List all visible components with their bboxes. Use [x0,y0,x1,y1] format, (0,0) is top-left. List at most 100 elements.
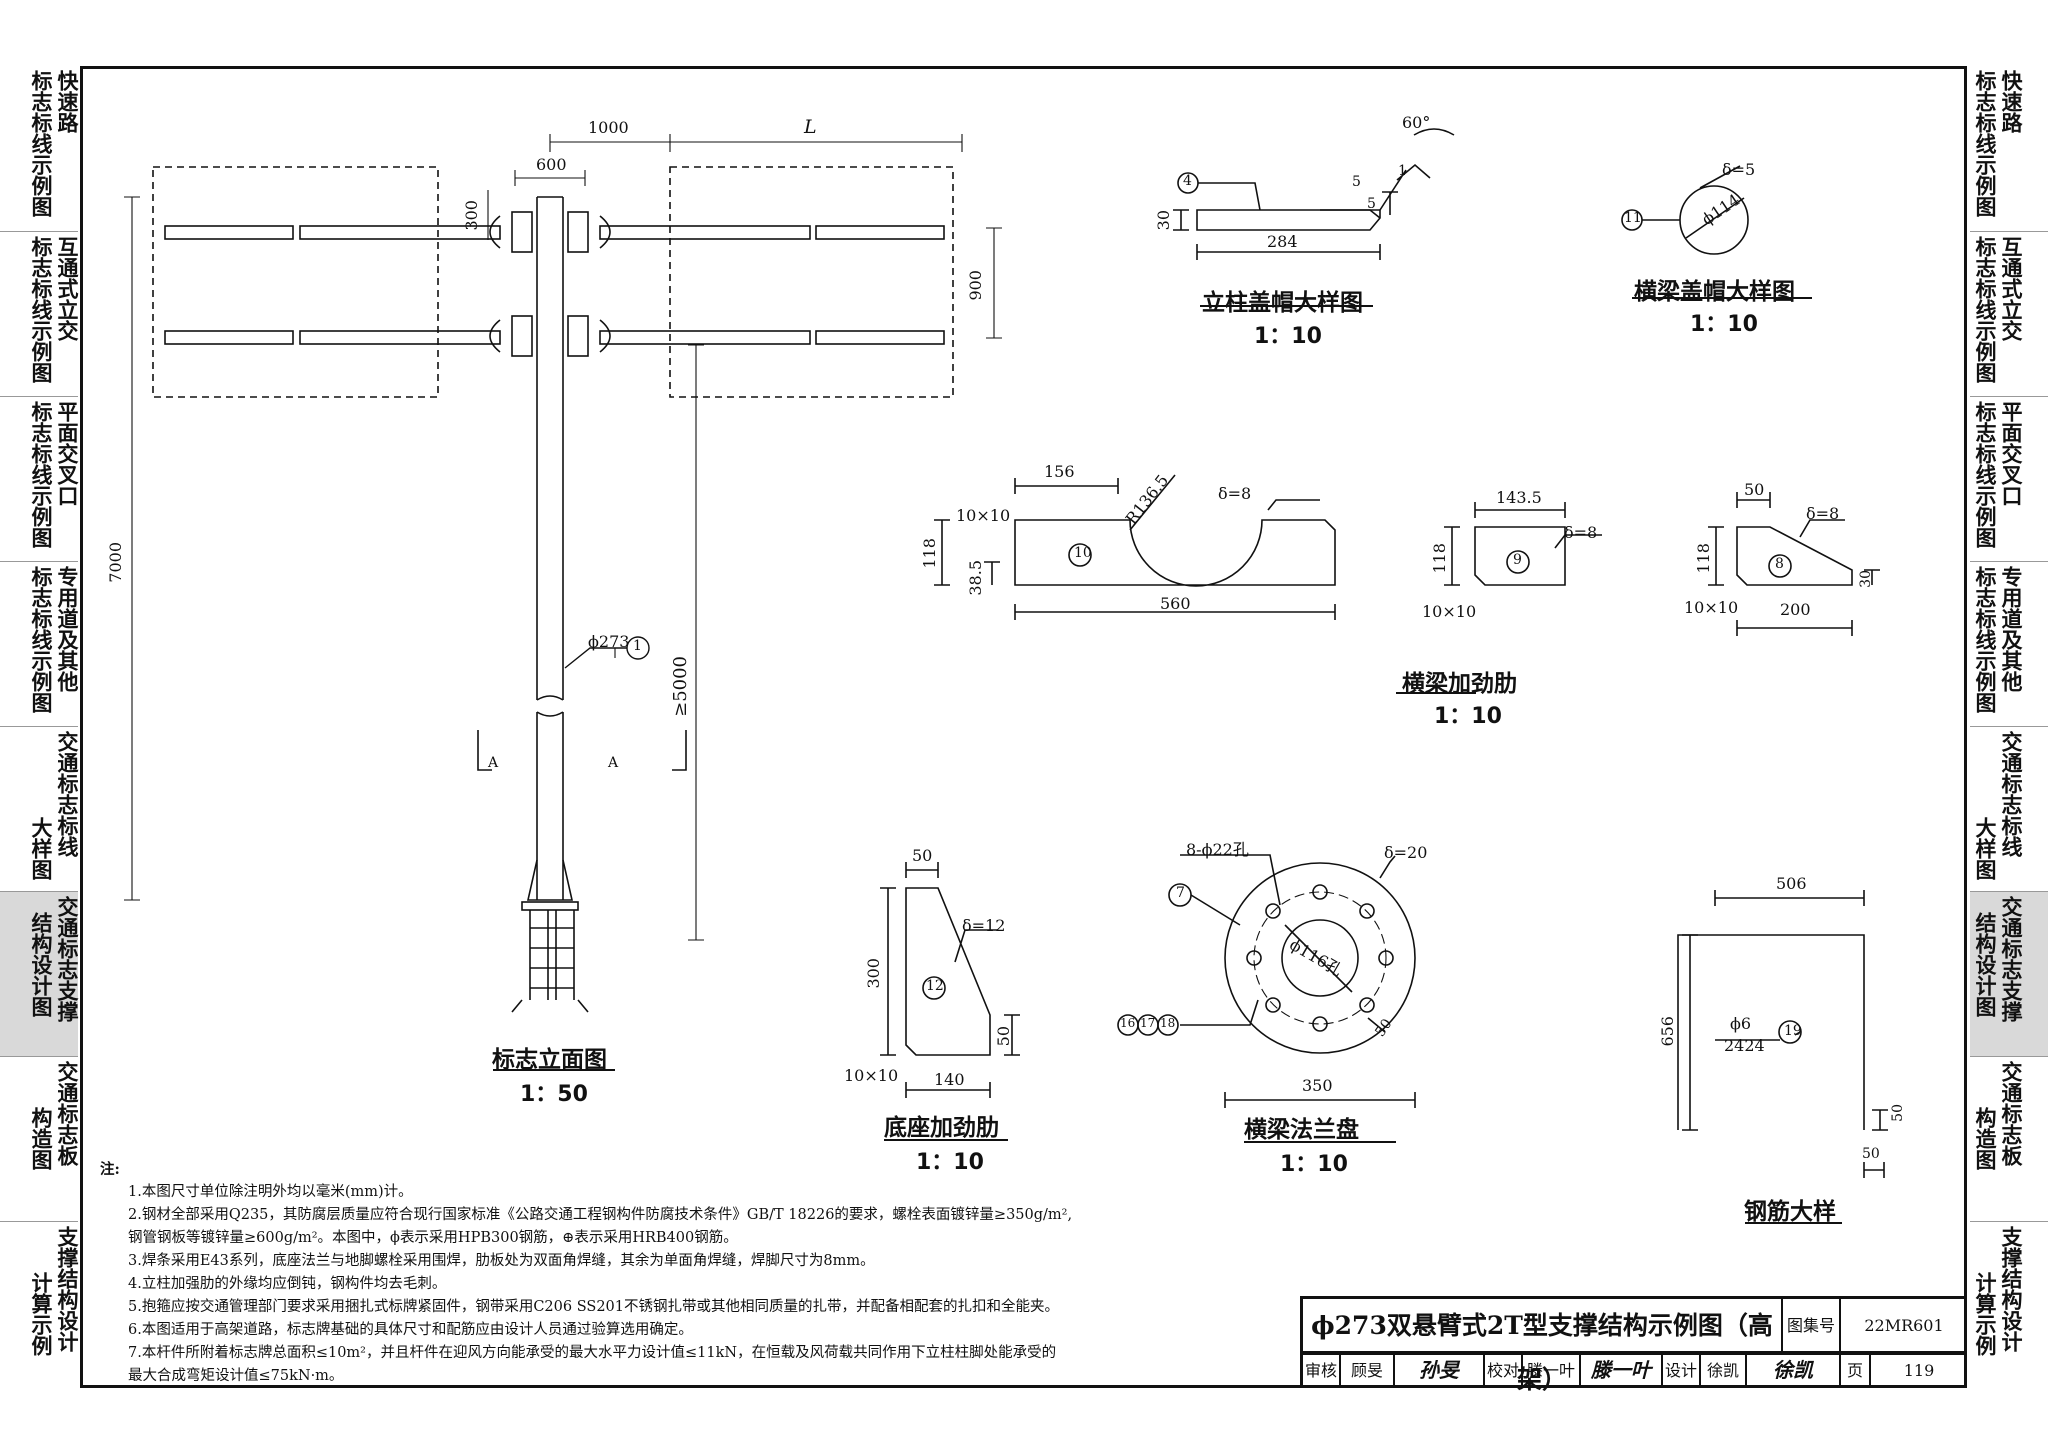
atlas-no: 22MR601 [1841,1299,1967,1355]
side-nav-item[interactable]: 标志标线示例图平面交叉口 [1970,397,2048,562]
review-signature: 孙旻 [1395,1355,1485,1388]
rib10-dim-38-5: 38.5 [966,560,985,596]
base-rib-scale: 1：10 [916,1150,984,1175]
side-nav-label: 构造图 [29,1107,53,1170]
note-line: 1.本图尺寸单位除注明外均以毫米(mm)计。 [128,1184,413,1200]
side-nav-item[interactable]: 标志标线示例图互通式立交 [1970,232,2048,397]
dim-5000: ≥5000 [670,656,691,717]
beam-rib-title: 横梁加劲肋 [1402,671,1517,697]
sign-panel-outlines [152,166,954,398]
part-no-19: 19 [1784,1023,1802,1039]
side-nav-label: 交通标志标线 [1999,731,2023,857]
rib8-dim-200: 200 [1780,600,1811,619]
beam-cap-title: 横梁盖帽大样图 [1634,279,1795,305]
part-no-8: 8 [1775,556,1784,572]
drawing-title: ϕ273双悬臂式2T型支撑结构示例图（高架） [1303,1299,1783,1394]
base-rib-dim-50b: 50 [994,1026,1013,1047]
rebar-dim-50b: 50 [1862,1146,1880,1162]
pole [511,196,589,1013]
part-no-9: 9 [1513,552,1522,568]
side-nav-label: 平面交叉口 [1999,401,2023,506]
cantilever-arms [164,211,945,357]
note-line: 4.立柱加强肋的外缘均应倒钝，钢构件均去毛刺。 [128,1276,447,1292]
design-name: 徐凯 [1701,1355,1747,1388]
rib9-chamfer: 10×10 [1422,602,1477,621]
beam-rib-scale: 1：10 [1434,704,1502,729]
side-nav-item[interactable]: 大样图交通标志标线 [0,727,79,892]
section-marker [477,730,687,771]
note-line: 5.抱箍应按交通管理部门要求采用捆扎式标牌紧固件，钢带采用C206 SS201不… [128,1299,1059,1315]
beam-cap-scale: 1：10 [1690,312,1758,337]
part-no-1: 1 [633,638,642,654]
weld-symbol-no: 1 [1398,163,1407,179]
side-nav-label: 快速路 [1999,70,2023,133]
side-nav-item[interactable]: 标志标线示例图专用道及其他 [1970,562,2048,727]
side-nav-right: 标志标线示例图快速路 标志标线示例图互通式立交 标志标线示例图平面交叉口 标志标… [1970,66,2048,1388]
side-nav-item[interactable]: 结构设计图交通标志支撑 [0,892,79,1057]
side-nav-item[interactable]: 构造图交通标志板 [0,1057,79,1222]
base-rib-title: 底座加劲肋 [884,1115,999,1141]
side-nav-item[interactable]: 标志标线示例图快速路 [0,66,79,232]
rebar-drawing [1677,890,1888,1224]
side-nav-item[interactable]: 计算示例支撑结构设计 [1970,1222,2048,1388]
part-no-17: 17 [1140,1016,1156,1030]
side-nav-item[interactable]: 标志标线示例图互通式立交 [0,232,79,397]
rib10-chamfer: 10×10 [956,506,1011,525]
rebar-dim-506: 506 [1776,874,1807,893]
dim-600: 600 [536,155,567,174]
side-nav-label: 平面交叉口 [55,401,79,506]
side-nav-label: 专用道及其他 [55,566,79,692]
pole-diameter-label: ϕ273 [588,632,630,651]
post-cap-scale: 1：10 [1254,324,1322,349]
part-no-12: 12 [926,978,944,994]
rebar-title: 钢筋大样 [1744,1199,1836,1225]
side-nav-label: 交通标志支撑 [1999,896,2023,1022]
post-cap-title: 立柱盖帽大样图 [1202,290,1363,316]
side-nav-label: 快速路 [55,70,79,133]
side-nav-item[interactable]: 标志标线示例图快速路 [1970,66,2048,232]
side-nav-item[interactable]: 标志标线示例图平面交叉口 [0,397,79,562]
side-nav-item[interactable]: 结构设计图交通标志支撑 [1970,892,2048,1057]
base-rib-chamfer: 10×10 [844,1066,899,1085]
side-nav-label: 大样图 [1973,817,1997,880]
side-nav-left: 标志标线示例图快速路 标志标线示例图互通式立交 标志标线示例图平面交叉口 标志标… [0,66,79,1388]
note-line: 7.本杆件所附着标志牌总面积≤10m²，并且杆件在迎风方向能承受的最大水平力设计… [128,1345,1057,1361]
elevation-scale: 1：50 [520,1082,588,1107]
elevation-dimensions [124,134,1002,941]
side-nav-item[interactable]: 构造图交通标志板 [1970,1057,2048,1222]
side-nav-label: 支撑结构设计 [1999,1226,2023,1352]
review-label: 审核 [1303,1355,1341,1388]
check-signature: 滕一叶 [1581,1355,1663,1388]
rebar-length: 2424 [1724,1036,1765,1055]
side-nav-item[interactable]: 标志标线示例图专用道及其他 [0,562,79,727]
side-nav-label: 大样图 [29,817,53,880]
dim-300: 300 [462,200,481,231]
side-nav-label: 交通标志支撑 [55,896,79,1022]
post-cap-angle: 60° [1402,113,1431,132]
part-no-18: 18 [1160,1016,1176,1030]
dim-7000: 7000 [106,542,125,583]
side-nav-label: 结构设计图 [29,912,53,1017]
note-line: 6.本图适用于高架道路，标志牌基础的具体尺寸和配筋应由设计人员通过验算选用确定。 [128,1322,693,1338]
side-nav-label: 标志标线示例图 [29,236,53,383]
side-nav-label: 支撑结构设计 [55,1226,79,1352]
rebar-dim-50a: 50 [1890,1104,1906,1122]
side-nav-item[interactable]: 计算示例支撑结构设计 [0,1222,79,1388]
rebar-diameter: ϕ6 [1730,1014,1752,1033]
part-no-7: 7 [1176,885,1185,901]
beam-cap-drawing [1621,165,1812,299]
rib10-dim-156: 156 [1044,462,1075,481]
side-nav-item[interactable]: 大样图交通标志标线 [1970,727,2048,892]
section-label-right: A [608,755,619,771]
side-nav-label: 构造图 [1973,1107,1997,1170]
page-label: 页 [1841,1355,1871,1388]
rib8-dim-30: 30 [1858,570,1874,588]
section-label-left: A [488,755,499,771]
side-nav-label: 标志标线示例图 [29,566,53,713]
atlas-no-label: 图集号 [1783,1299,1841,1355]
base-rib-dim-300: 300 [864,958,883,989]
side-nav-label: 标志标线示例图 [1973,401,1997,548]
rib8-thickness: δ=8 [1806,504,1840,523]
side-nav-label: 交通标志标线 [55,731,79,857]
